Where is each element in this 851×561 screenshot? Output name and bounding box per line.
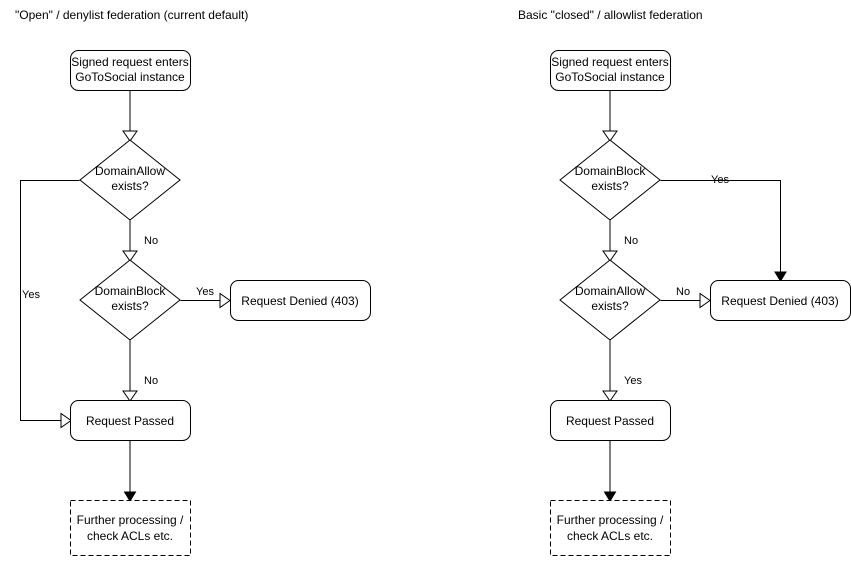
left-decision-domainblock-diamond bbox=[79, 259, 181, 341]
right-edge-domainblock-yes-label: Yes bbox=[711, 174, 729, 186]
right-edge-passed-to-further bbox=[603, 440, 617, 502]
right-decision-domainallow-diamond bbox=[559, 259, 661, 341]
left-edge-passed-to-further bbox=[123, 440, 137, 502]
left-edge-domainblock-yes-label: Yes bbox=[196, 286, 214, 298]
left-decision-domainblock-label-line2: exists? bbox=[111, 299, 149, 313]
left-edge-domainblock-yes: Yes bbox=[180, 286, 231, 309]
left-edge-domainallow-yes: Yes bbox=[20, 180, 80, 429]
left-edge-domainallow-no: No bbox=[122, 220, 158, 262]
left-request-denied-node[interactable]: Request Denied (403) bbox=[230, 280, 371, 321]
right-request-denied-label: Request Denied (403) bbox=[721, 294, 838, 308]
right-further-processing-box bbox=[550, 500, 671, 556]
right-decision-domainblock-label-line2: exists? bbox=[591, 179, 629, 193]
right-request-passed-label: Request Passed bbox=[566, 414, 654, 428]
right-decision-domainallow-label-line1: DomainAllow bbox=[575, 284, 645, 298]
left-decision-domainblock-label-line1: DomainBlock bbox=[95, 284, 167, 298]
right-diagram-title: Basic "closed" / allowlist federation bbox=[518, 8, 703, 22]
right-start-node-label-line2: GoToSocial instance bbox=[555, 70, 665, 84]
right-edge-domainallow-no-label: No bbox=[676, 286, 690, 298]
right-edge-domainblock-no: No bbox=[602, 220, 638, 262]
left-start-node[interactable]: Signed request enters GoToSocial instanc… bbox=[70, 50, 191, 91]
left-request-passed-node[interactable]: Request Passed bbox=[70, 400, 191, 441]
right-edge-domainallow-no: No bbox=[660, 286, 711, 309]
left-start-node-label-line2: GoToSocial instance bbox=[75, 70, 185, 84]
right-decision-domainallow[interactable]: DomainAllow exists? bbox=[559, 259, 661, 341]
right-edge-domainblock-yes: Yes bbox=[660, 174, 787, 282]
right-further-processing-label-line2: check ACLs etc. bbox=[567, 529, 653, 543]
right-edge-domainallow-yes-label: Yes bbox=[624, 375, 642, 387]
left-decision-domainblock[interactable]: DomainBlock exists? bbox=[79, 259, 181, 341]
right-decision-domainblock-diamond bbox=[559, 139, 661, 221]
right-edge-start-to-domainblock bbox=[602, 90, 618, 142]
right-further-processing-node[interactable]: Further processing / check ACLs etc. bbox=[550, 500, 671, 556]
right-start-node[interactable]: Signed request enters GoToSocial instanc… bbox=[550, 50, 671, 91]
left-decision-domainallow[interactable]: DomainAllow exists? bbox=[79, 139, 181, 221]
left-decision-domainallow-label-line2: exists? bbox=[111, 179, 149, 193]
left-further-processing-box bbox=[70, 500, 191, 556]
left-edge-domainblock-no: No bbox=[122, 340, 158, 402]
left-decision-domainallow-label-line1: DomainAllow bbox=[95, 164, 165, 178]
left-further-processing-label-line2: check ACLs etc. bbox=[87, 529, 173, 543]
right-further-processing-label-line1: Further processing / bbox=[557, 513, 664, 527]
right-request-passed-node[interactable]: Request Passed bbox=[550, 400, 671, 441]
right-edge-domainblock-no-label: No bbox=[624, 235, 638, 247]
left-edge-domainallow-no-label: No bbox=[144, 235, 158, 247]
left-edge-domainallow-yes-label: Yes bbox=[22, 289, 40, 301]
left-further-processing-label-line1: Further processing / bbox=[77, 513, 184, 527]
left-decision-domainallow-diamond bbox=[79, 139, 181, 221]
right-decision-domainallow-label-line2: exists? bbox=[591, 299, 629, 313]
right-request-denied-node[interactable]: Request Denied (403) bbox=[710, 280, 851, 321]
left-further-processing-node[interactable]: Further processing / check ACLs etc. bbox=[70, 500, 191, 556]
left-request-passed-label: Request Passed bbox=[86, 414, 174, 428]
left-edge-domainblock-no-label: No bbox=[144, 375, 158, 387]
right-decision-domainblock-label-line1: DomainBlock bbox=[575, 164, 647, 178]
right-start-node-label-line1: Signed request enters bbox=[551, 55, 668, 69]
left-edge-start-to-domainallow bbox=[122, 90, 138, 142]
left-diagram-title: "Open" / denylist federation (current de… bbox=[15, 8, 248, 22]
right-decision-domainblock[interactable]: DomainBlock exists? bbox=[559, 139, 661, 221]
left-request-denied-box bbox=[230, 280, 371, 321]
right-edge-domainallow-yes: Yes bbox=[602, 340, 642, 402]
left-start-node-label-line1: Signed request enters bbox=[71, 55, 188, 69]
left-request-denied-label: Request Denied (403) bbox=[241, 294, 358, 308]
